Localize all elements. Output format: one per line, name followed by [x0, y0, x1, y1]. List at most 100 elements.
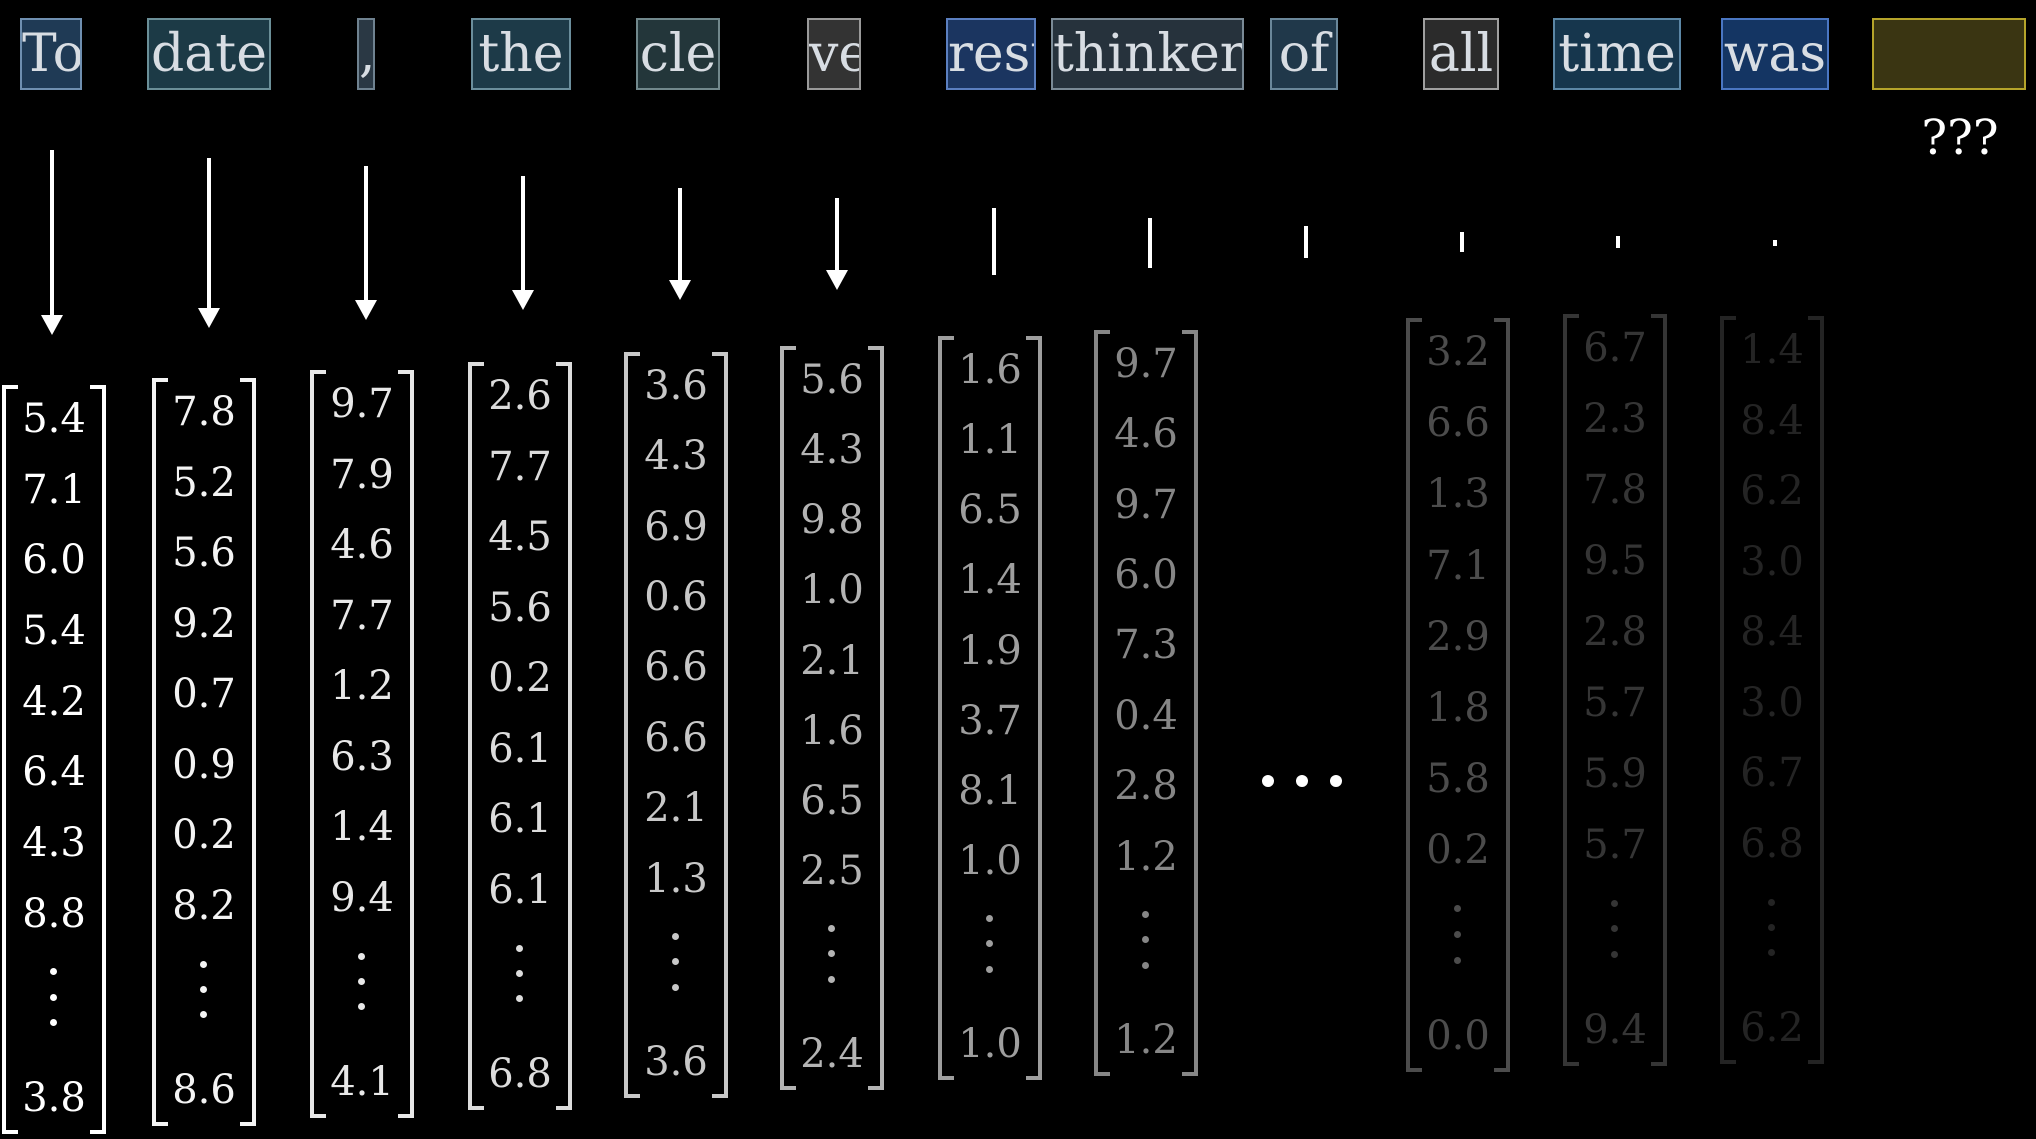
vector-entry: 1.3 [1426, 471, 1490, 518]
vector-entry: 1.4 [1740, 327, 1804, 373]
vector-entry: 5.4 [22, 608, 86, 654]
vector-right-bracket [1808, 316, 1824, 1064]
vector-entry: 6.5 [958, 487, 1022, 534]
vector-entry: 1.4 [330, 804, 394, 851]
vector-entry: 1.9 [958, 627, 1022, 674]
vector-entry: 1.8 [1426, 684, 1490, 731]
vector-entry: 0.4 [1114, 692, 1178, 739]
vector-entry: 5.2 [172, 459, 236, 506]
vector-right-bracket [1182, 330, 1198, 1076]
vector-entry: 6.5 [800, 777, 864, 824]
vector-entry: 2.8 [1114, 763, 1178, 810]
vertical-ellipsis [516, 944, 524, 1009]
horizontal-ellipsis [1262, 775, 1342, 789]
vector-last-entry: 3.6 [644, 1039, 708, 1085]
vector-entry: 6.6 [1426, 400, 1490, 447]
arrow-line [678, 188, 682, 284]
vector-entry: 6.4 [22, 749, 86, 796]
vector-entry: 7.1 [1426, 542, 1490, 589]
vector-entry: 6.9 [644, 503, 708, 550]
arrow-line [1460, 232, 1464, 252]
vector-entry: 6.0 [22, 537, 86, 584]
vector-entry: 1.6 [800, 707, 864, 754]
vector-entry: 1.2 [330, 663, 394, 710]
arrow-line [207, 158, 211, 312]
arrow-line [1616, 236, 1620, 248]
token-box: all [1423, 18, 1499, 90]
vector-entry: 2.1 [800, 637, 864, 684]
vector-entry: 3.6 [644, 363, 708, 409]
vector-entry: 9.7 [330, 381, 394, 427]
vector-left-bracket [938, 336, 954, 1080]
vector-entry: 4.5 [488, 514, 552, 561]
vector-entry: 9.2 [172, 600, 236, 647]
vector-entry: 5.6 [172, 530, 236, 577]
vertical-ellipsis [828, 925, 836, 988]
vector-left-bracket [2, 385, 18, 1134]
vertical-ellipsis [1611, 899, 1619, 964]
vector-entry: 3.7 [958, 697, 1022, 744]
vector-entry: 0.2 [1426, 827, 1490, 874]
vector-entry: 4.3 [644, 433, 708, 480]
vector-entry: 6.8 [1740, 820, 1804, 867]
vector-entry: 6.1 [488, 725, 552, 772]
token-box: was [1721, 18, 1829, 90]
vector-right-bracket [868, 346, 884, 1090]
token-box: To [20, 18, 82, 90]
vector-entry: 9.7 [1114, 341, 1178, 387]
vector-entry: 5.6 [800, 357, 864, 403]
vector-entry: 5.7 [1583, 679, 1647, 726]
arrow-head [826, 270, 848, 290]
vertical-ellipsis [1142, 910, 1150, 974]
vector-entry: 6.2 [1740, 468, 1804, 515]
vector-left-bracket [624, 352, 640, 1098]
vector-left-bracket [1094, 330, 1110, 1076]
vector-entry: 5.9 [1583, 750, 1647, 797]
vector-entry: 6.7 [1583, 325, 1647, 371]
vector-last-entry: 6.8 [488, 1051, 552, 1097]
vector-last-entry: 9.4 [1583, 1007, 1647, 1053]
arrow-line [364, 166, 368, 304]
vertical-ellipsis [200, 960, 208, 1025]
vector-entry: 6.1 [488, 866, 552, 913]
vector-last-entry: 1.0 [958, 1021, 1022, 1067]
vector-right-bracket [90, 385, 106, 1134]
vector-entry: 1.4 [958, 557, 1022, 604]
token-box: date [147, 18, 271, 90]
token-box: the [471, 18, 571, 90]
arrow-head [512, 290, 534, 310]
vector-right-bracket [1026, 336, 1042, 1080]
vector-last-entry: 2.4 [800, 1031, 864, 1077]
vertical-ellipsis [1768, 898, 1776, 963]
vector-entry: 3.2 [1426, 329, 1490, 375]
vertical-ellipsis [986, 915, 994, 978]
vector-entry: 8.2 [172, 882, 236, 929]
vector-entry: 7.9 [330, 451, 394, 498]
vector-entry: 6.3 [330, 733, 394, 780]
vector-right-bracket [240, 378, 256, 1126]
arrow-line [992, 208, 996, 275]
token-box [1872, 18, 2026, 90]
vector-last-entry: 3.8 [22, 1075, 86, 1121]
vector-entry: 9.7 [1114, 481, 1178, 528]
vector-entry: 6.7 [1740, 750, 1804, 797]
vector-entry: 2.3 [1583, 395, 1647, 442]
vector-left-bracket [1406, 318, 1422, 1072]
vector-entry: 6.6 [644, 714, 708, 761]
vector-entry: 4.2 [22, 678, 86, 725]
vector-entry: 0.2 [488, 655, 552, 702]
vector-entry: 7.8 [172, 389, 236, 435]
vector-entry: 0.7 [172, 671, 236, 718]
vector-left-bracket [468, 362, 484, 1110]
vector-entry: 1.2 [1114, 833, 1178, 880]
vector-left-bracket [780, 346, 796, 1090]
vector-entry: 5.7 [1583, 821, 1647, 868]
vector-entry: 0.2 [172, 812, 236, 859]
arrow-head [198, 308, 220, 328]
